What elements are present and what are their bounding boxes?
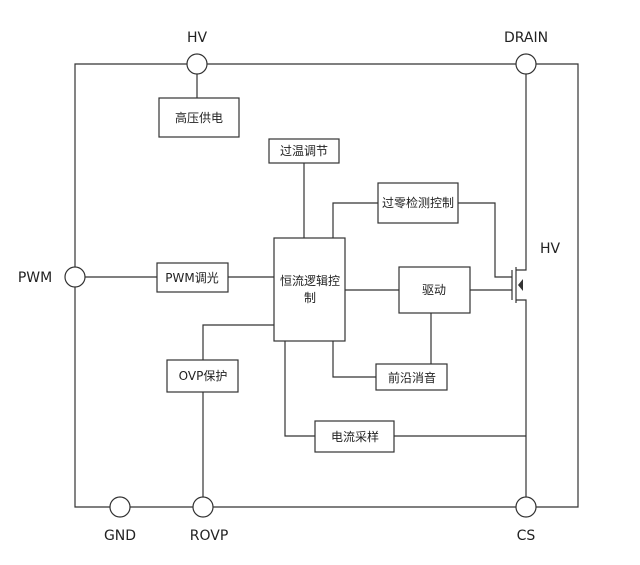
block-ovp: OVP保护 bbox=[166, 359, 239, 393]
pin-cs: CS bbox=[515, 496, 537, 544]
svg-text:PWM: PWM bbox=[18, 270, 52, 286]
svg-text:HV: HV bbox=[540, 241, 561, 257]
svg-text:前沿消音: 前沿消音 bbox=[388, 370, 436, 385]
logic-cs-wire bbox=[284, 341, 315, 437]
pin-drain: DRAIN bbox=[504, 30, 548, 75]
svg-text:PWM调光: PWM调光 bbox=[165, 271, 218, 285]
block-pwm-dimming: PWM调光 bbox=[156, 262, 229, 293]
block-hv-supply: 高压供电 bbox=[158, 97, 240, 138]
pin-hv-right: HV bbox=[540, 241, 561, 257]
svg-text:CS: CS bbox=[517, 528, 536, 544]
svg-text:过温调节: 过温调节 bbox=[280, 144, 328, 158]
mosfet-source-lead bbox=[516, 299, 527, 507]
zcd-wire-1 bbox=[332, 202, 378, 238]
svg-text:恒流逻辑控: 恒流逻辑控 bbox=[280, 274, 340, 288]
mosfet-arrow-icon bbox=[518, 279, 523, 291]
svg-text:高压供电: 高压供电 bbox=[175, 110, 223, 125]
pin-rovp: ROVP bbox=[190, 496, 229, 544]
block-leb: 前沿消音 bbox=[375, 363, 448, 391]
wires bbox=[74, 63, 579, 508]
pin-hv-top: HV bbox=[186, 30, 208, 75]
block-otp: 过温调节 bbox=[268, 138, 340, 164]
pin-gnd: GND bbox=[104, 496, 136, 544]
block-current-sense: 电流采样 bbox=[314, 420, 395, 453]
outer-frame-wire bbox=[74, 63, 579, 508]
pin-pwm: PWM bbox=[18, 266, 86, 288]
block-cc-logic: 恒流逻辑控 制 bbox=[273, 237, 346, 342]
logic-ovp-wire bbox=[202, 324, 274, 360]
svg-text:OVP保护: OVP保护 bbox=[179, 369, 228, 383]
svg-text:ROVP: ROVP bbox=[190, 528, 229, 544]
mosfet-drain-lead bbox=[516, 64, 527, 271]
svg-text:制: 制 bbox=[304, 291, 316, 305]
svg-text:DRAIN: DRAIN bbox=[504, 30, 548, 46]
logic-leb-wire bbox=[332, 341, 376, 378]
block-driver: 驱动 bbox=[398, 266, 471, 314]
svg-text:HV: HV bbox=[187, 30, 208, 46]
block-zcd: 过零检测控制 bbox=[377, 182, 459, 224]
svg-text:驱动: 驱动 bbox=[422, 283, 446, 297]
svg-text:GND: GND bbox=[104, 528, 136, 544]
zcd-wire-2 bbox=[458, 202, 512, 278]
svg-text:电流采样: 电流采样 bbox=[331, 429, 379, 444]
svg-text:过零检测控制: 过零检测控制 bbox=[382, 195, 454, 210]
